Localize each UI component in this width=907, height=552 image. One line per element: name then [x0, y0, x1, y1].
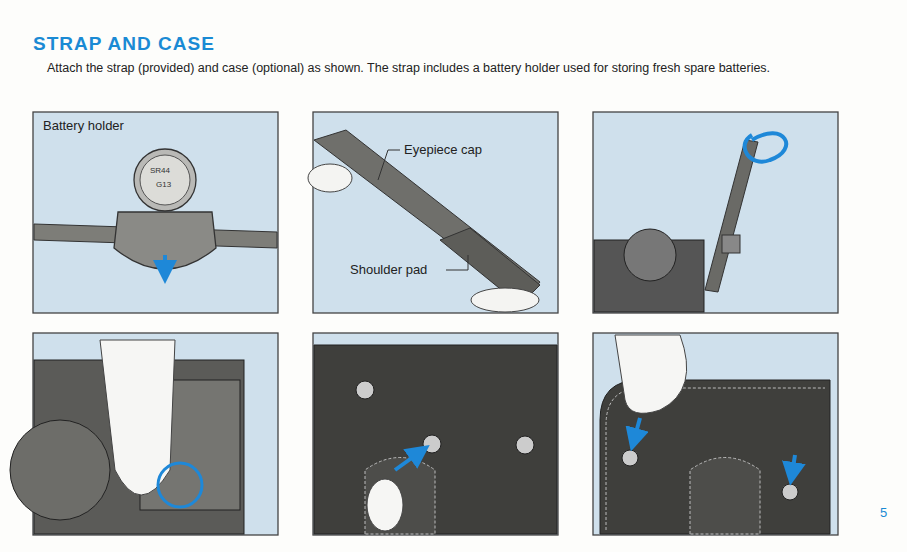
part-label: Battery holder: [43, 118, 124, 133]
intro-text: Attach the strap (provided) and case (op…: [33, 60, 893, 77]
page-title: STRAP AND CASE: [33, 33, 215, 55]
part-label: Eyepiece cap: [404, 142, 482, 157]
battery-marking: G13: [156, 180, 171, 189]
page-number: 5: [880, 505, 887, 520]
part-label: Shoulder pad: [350, 262, 427, 277]
battery-marking: SR44: [150, 166, 170, 175]
